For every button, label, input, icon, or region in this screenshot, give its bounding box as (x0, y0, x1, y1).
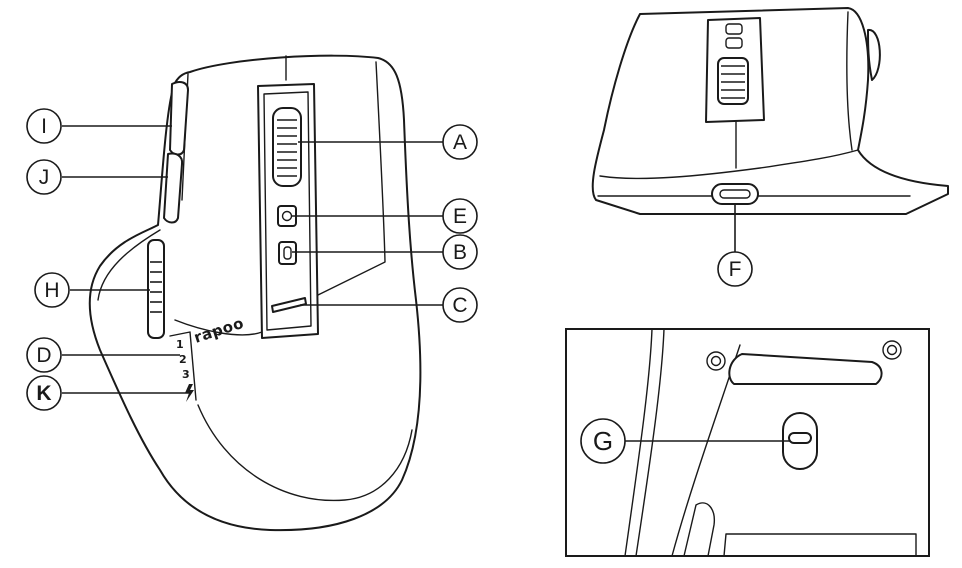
thumb-wheel[interactable] (147, 239, 165, 339)
callout-D: D (26, 337, 62, 373)
svg-text:B: B (453, 241, 467, 264)
screw-left (706, 351, 726, 371)
mouse-front-view (591, 7, 949, 252)
svg-text:J: J (39, 166, 50, 189)
callout-H: H (34, 272, 70, 308)
mouse-top-view: rapoo 1 2 3 (88, 54, 422, 532)
mouse-body (88, 54, 422, 532)
callout-I: I (26, 108, 62, 144)
svg-text:G: G (593, 426, 613, 456)
mode-button[interactable] (278, 241, 297, 265)
mode-button-icon (283, 246, 292, 260)
profile-number-1: 1 (176, 338, 184, 351)
mouse-bottom-view (565, 328, 930, 557)
front-view-body (591, 7, 949, 215)
svg-text:F: F (729, 258, 742, 281)
profile-number-3: 3 (182, 368, 190, 381)
usb-c-port-icon (719, 189, 751, 199)
dpi-button-icon (281, 210, 293, 222)
profile-number-2: 2 (179, 353, 187, 366)
side-button-back[interactable] (163, 152, 184, 224)
svg-text:H: H (44, 279, 59, 302)
battery-indicator (271, 297, 307, 313)
svg-text:I: I (41, 115, 47, 138)
scroll-wheel-ribs (277, 119, 297, 177)
callout-B: B (442, 234, 478, 270)
glide-pad (728, 353, 883, 385)
callout-K: K (26, 375, 62, 411)
front-view-side-wheel (867, 29, 881, 81)
svg-text:A: A (453, 131, 467, 154)
callout-F: F (717, 251, 753, 287)
screw-right (882, 340, 902, 360)
callout-G: G (580, 418, 626, 464)
svg-text:K: K (36, 382, 51, 405)
thumb-wheel-ribs (150, 261, 162, 313)
side-button-forward[interactable] (169, 81, 189, 156)
callout-J: J (26, 159, 62, 195)
svg-text:C: C (452, 294, 467, 317)
power-switch-knob[interactable] (788, 432, 812, 444)
usb-c-port[interactable] (711, 183, 759, 205)
svg-text:D: D (36, 344, 51, 367)
callout-C: C (442, 287, 478, 323)
callout-A: A (442, 124, 478, 160)
front-view-scroll-wheel (717, 57, 749, 105)
callout-E: E (442, 198, 478, 234)
svg-text:E: E (453, 205, 467, 228)
leader-lines-main (62, 125, 443, 394)
